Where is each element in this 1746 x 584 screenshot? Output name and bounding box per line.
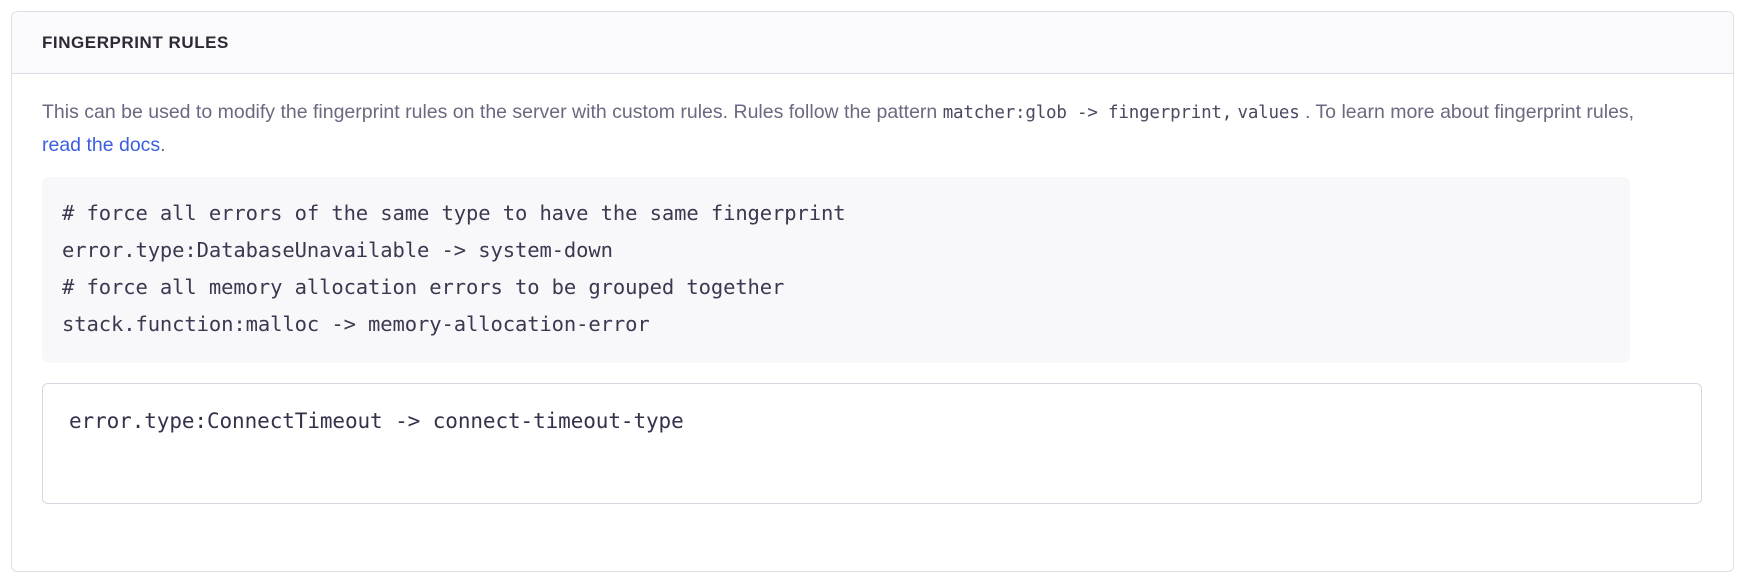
fingerprint-rules-input[interactable] xyxy=(42,383,1702,504)
inline-code-values: values xyxy=(1237,103,1300,123)
fingerprint-rules-panel: FINGERPRINT RULES This can be used to mo… xyxy=(11,11,1734,572)
read-the-docs-link[interactable]: read the docs xyxy=(42,134,161,156)
description-text-between: . To learn more about fingerprint rules, xyxy=(1299,101,1635,123)
inline-code-pattern: matcher:glob -> fingerprint, xyxy=(942,103,1233,123)
panel-body: This can be used to modify the fingerpri… xyxy=(12,74,1733,504)
description-text-before: This can be used to modify the fingerpri… xyxy=(42,101,943,123)
panel-description: This can be used to modify the fingerpri… xyxy=(42,96,1652,161)
panel-header: FINGERPRINT RULES xyxy=(12,12,1733,74)
description-text-after: . xyxy=(160,134,166,156)
example-code-block: # force all errors of the same type to h… xyxy=(42,177,1630,363)
example-code-text: # force all errors of the same type to h… xyxy=(62,201,846,336)
page-title: FINGERPRINT RULES xyxy=(42,33,229,52)
